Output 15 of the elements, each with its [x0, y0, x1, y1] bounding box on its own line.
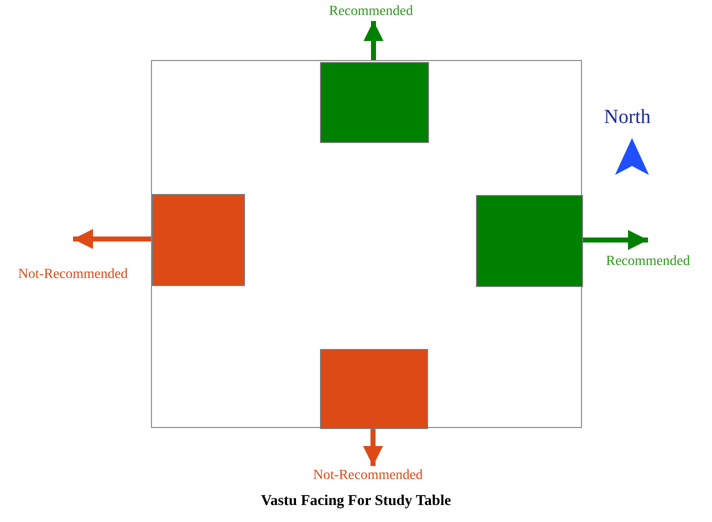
table-block — [152, 194, 245, 286]
arrow — [73, 229, 151, 249]
facing-label: Recommended — [595, 254, 701, 270]
table-block — [476, 195, 583, 287]
facing-label: Recommended — [318, 4, 424, 20]
compass-label: North — [604, 106, 651, 128]
arrow — [364, 21, 384, 61]
arrow — [582, 230, 648, 250]
table-block — [320, 62, 429, 143]
room-outline — [151, 60, 582, 428]
arrow — [363, 428, 383, 466]
facing-label: Not-Recommended — [299, 468, 437, 484]
caption: Vastu Facing For Study Table — [260, 493, 452, 509]
facing-label: Not-Recommended — [5, 267, 141, 283]
table-block — [320, 349, 428, 429]
